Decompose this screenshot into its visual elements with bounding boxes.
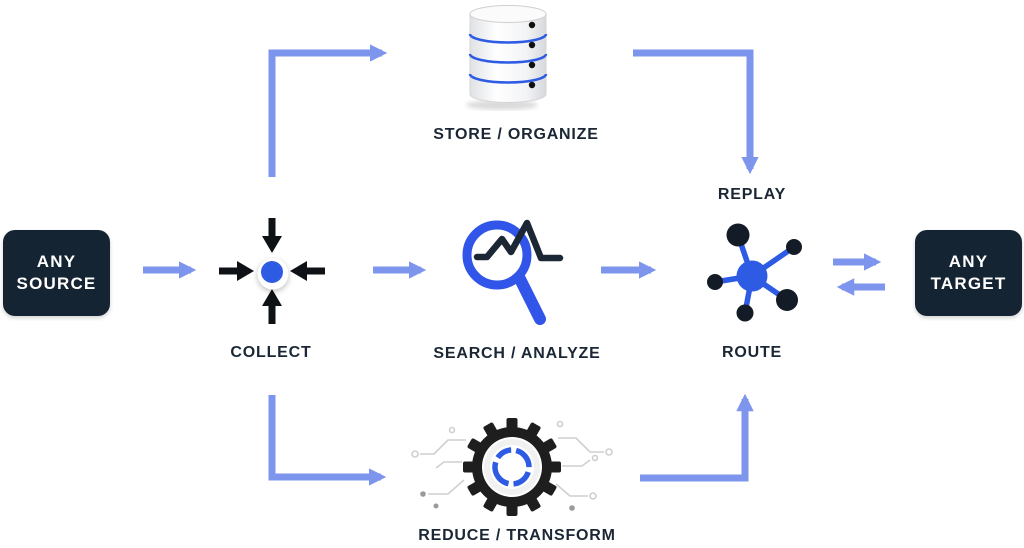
inward-arrows-collect-icon [219, 218, 325, 324]
reduce-transform-label: REDUCE / TRANSFORM [418, 527, 616, 544]
route-label: ROUTE [722, 344, 782, 361]
store-organize-label: STORE / ORGANIZE [433, 126, 599, 143]
database-separator [468, 33, 548, 44]
replay-label: REPLAY [717, 186, 787, 203]
hub-node [707, 274, 723, 290]
hub-node [786, 239, 802, 255]
gear-circuit-icon [411, 418, 613, 516]
hub-node [726, 223, 750, 247]
hub-node [736, 304, 754, 322]
arrow-store-to-replay [633, 49, 759, 175]
arrow-collect-to-reduce [268, 395, 387, 486]
search-analyze-label: SEARCH / ANALYZE [433, 345, 601, 362]
collect-inward-arrows [219, 218, 325, 324]
database-body [469, 14, 547, 103]
network-hub-icon [707, 223, 802, 322]
magnifier-waveform-icon [462, 219, 564, 325]
any-target-line1: ANY [948, 251, 989, 271]
database-separator [468, 73, 548, 84]
any-source-box: ANY SOURCE [3, 230, 110, 316]
arrow-reduce-to-route [640, 393, 754, 482]
waveform-pulse-line [473, 219, 564, 262]
hub-center-node [736, 260, 768, 292]
database-led [528, 41, 536, 49]
hub-node [776, 289, 798, 311]
any-source-line1: ANY [36, 251, 77, 271]
collect-target-dot [261, 261, 283, 283]
any-target-box: ANY TARGET [915, 230, 1022, 316]
database-led [528, 21, 536, 29]
collect-label: COLLECT [230, 344, 312, 361]
database-led [528, 81, 536, 89]
arrow-collect-to-store [268, 44, 388, 177]
any-target-line2: TARGET [930, 274, 1007, 293]
database-led [528, 61, 536, 69]
magnifier-handle [514, 273, 546, 325]
database-separator [468, 53, 548, 64]
circuit-traces [411, 420, 613, 511]
gear [463, 418, 561, 516]
database-icon [466, 5, 548, 110]
magnifier-lens [462, 220, 532, 290]
any-source-line2: SOURCE [16, 274, 97, 293]
database-top [469, 5, 547, 23]
